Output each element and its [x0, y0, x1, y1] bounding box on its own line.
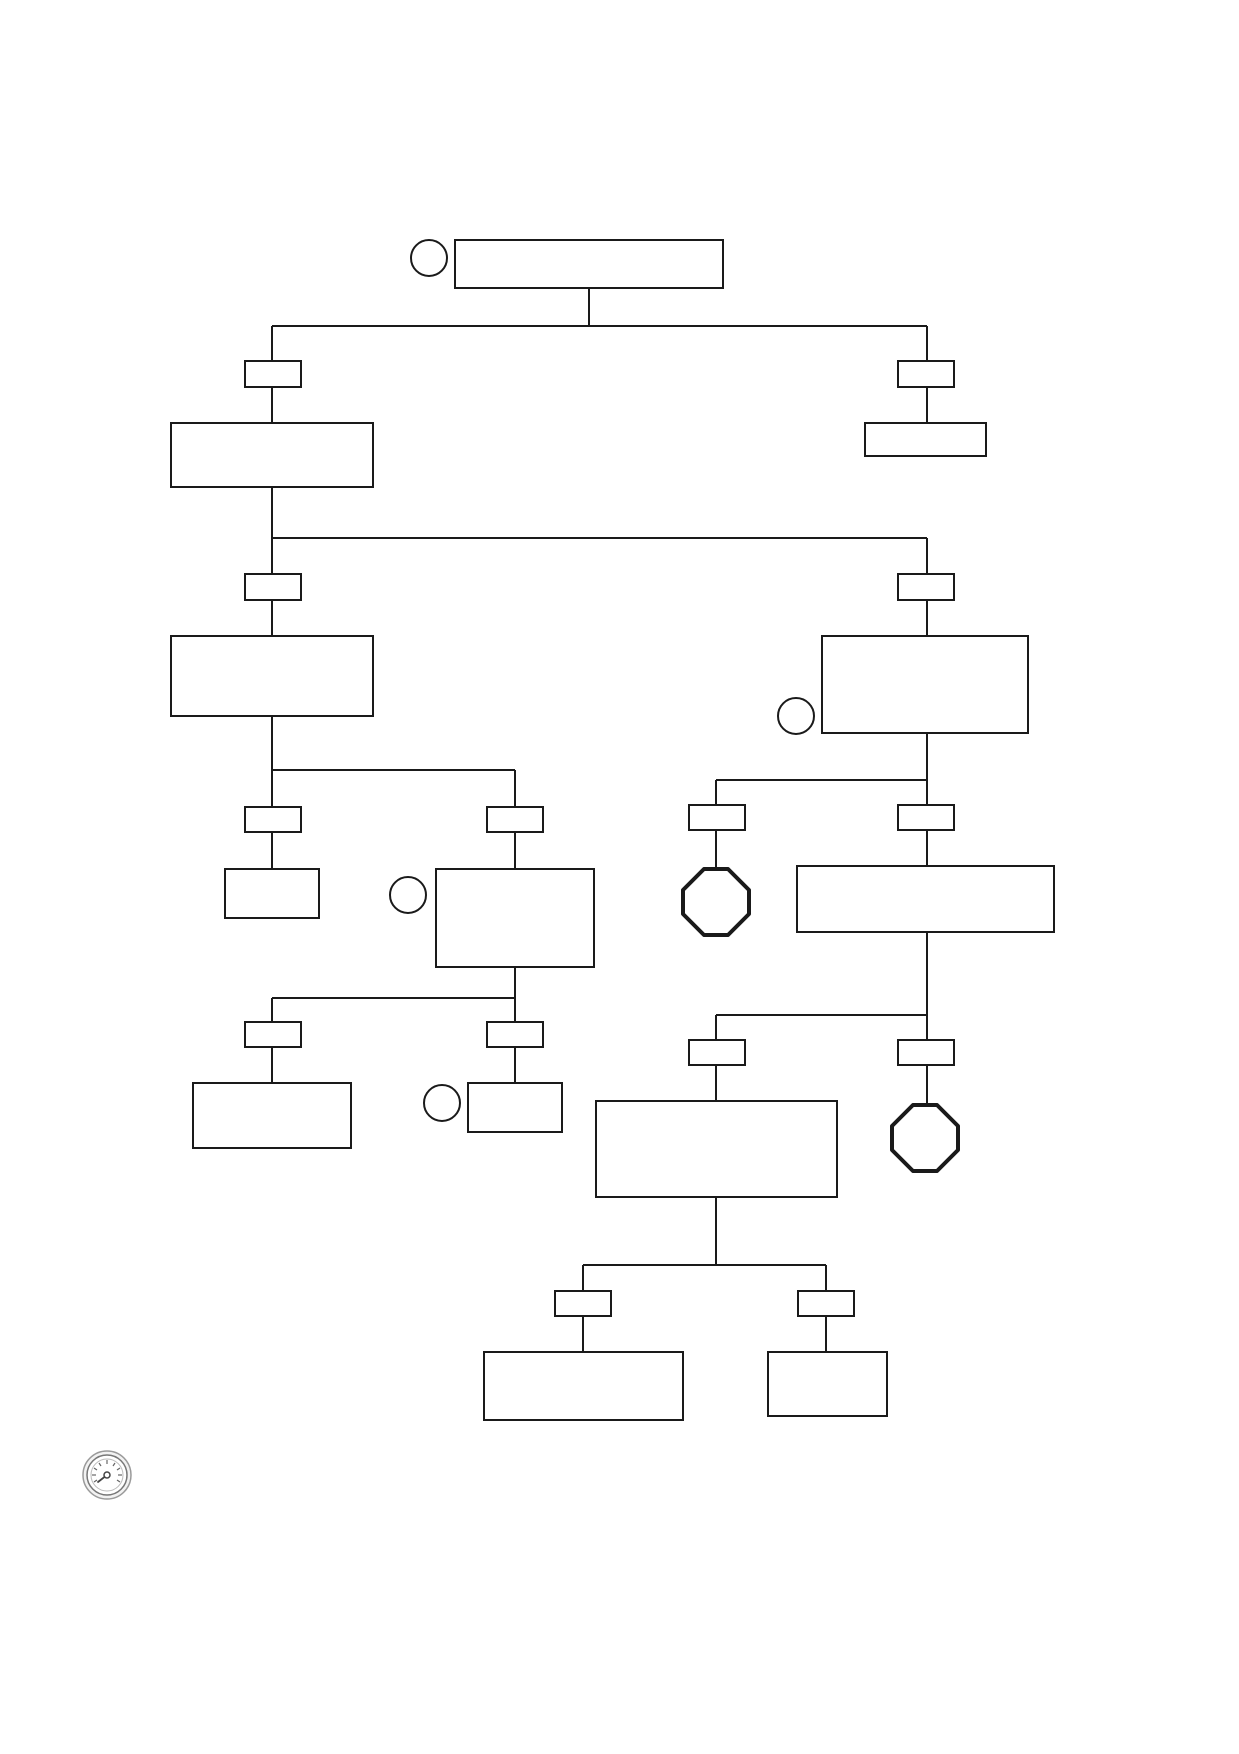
decision-tag — [797, 1290, 855, 1317]
decision-tag — [244, 573, 302, 601]
decision-tag — [486, 1021, 544, 1048]
decision-tag — [897, 573, 955, 601]
box-n1 — [170, 422, 374, 488]
stop-shapes — [681, 867, 960, 1173]
decision-tag — [244, 806, 302, 833]
box-n8 — [192, 1082, 352, 1149]
decision-tag — [486, 806, 544, 833]
decision-tag — [897, 1039, 955, 1066]
connector-line — [271, 967, 516, 1083]
decision-tag — [554, 1290, 612, 1317]
decision-tag — [897, 804, 955, 831]
gauge-icon — [82, 1450, 132, 1500]
box-n7 — [796, 865, 1055, 933]
box-n5 — [224, 868, 320, 919]
decision-tag — [897, 360, 955, 388]
connector-line — [715, 932, 928, 1104]
step-marker — [777, 697, 815, 735]
decision-tag — [688, 804, 746, 831]
box-n11 — [483, 1351, 684, 1421]
box-root — [454, 239, 724, 289]
connector-line — [271, 487, 928, 636]
step-marker — [423, 1084, 461, 1122]
box-n2 — [864, 422, 987, 457]
stop-octagon — [681, 867, 751, 937]
connector-line — [271, 716, 516, 869]
box-n10 — [595, 1100, 838, 1198]
box-n12 — [767, 1351, 888, 1417]
decision-tag — [244, 360, 302, 388]
connectors — [271, 289, 928, 1352]
connector-line — [715, 733, 928, 869]
process-boxes — [170, 239, 1055, 1421]
connector-line — [271, 289, 928, 423]
step-markers — [389, 239, 815, 1122]
box-n3 — [170, 635, 374, 717]
stop-octagon — [890, 1103, 960, 1173]
step-marker — [410, 239, 448, 277]
connector-line — [582, 1197, 827, 1352]
decision-tag — [244, 1021, 302, 1048]
decision-tags — [244, 360, 955, 1317]
decision-tag — [688, 1039, 746, 1066]
step-marker — [389, 876, 427, 914]
box-n9 — [467, 1082, 563, 1133]
box-n4 — [821, 635, 1029, 734]
box-n6 — [435, 868, 595, 968]
